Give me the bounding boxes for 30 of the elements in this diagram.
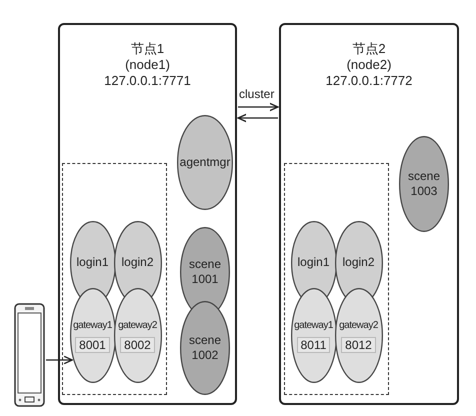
service-name: scene 1002 [188,333,222,363]
dashed-group-box [284,163,389,395]
node-title: 节点2 [351,41,387,57]
service-name: login1 [297,255,330,270]
node-address: 127.0.0.1:7771 [103,73,192,89]
port-number: 8002 [120,336,155,352]
service-name: gateway1 [294,318,333,332]
port-number: 8001 [75,336,110,352]
service-name: gateway2 [118,318,157,332]
service-name: gateway2 [339,318,378,332]
server-node-box [279,23,459,405]
edge-label: cluster [239,87,274,101]
service-name: gateway1 [73,318,112,332]
node-name: (node2) [346,57,392,73]
service-name: scene 1003 [406,169,442,199]
port-number: 8011 [296,336,330,352]
port-number: 8012 [341,336,376,352]
arrow [237,114,278,122]
arrow [238,102,279,112]
service-name: scene 1001 [188,257,222,287]
arrow [46,356,73,364]
node-title: 节点1 [130,41,166,57]
server-node-box [58,23,237,405]
service-name: login2 [342,255,375,270]
service-name: login2 [121,255,154,270]
node-name: (node1) [124,57,171,73]
service-name: login1 [76,255,109,270]
service-name: agentmgr [180,155,230,170]
node-address: 127.0.0.1:7772 [324,73,414,89]
dashed-group-box [62,163,167,395]
